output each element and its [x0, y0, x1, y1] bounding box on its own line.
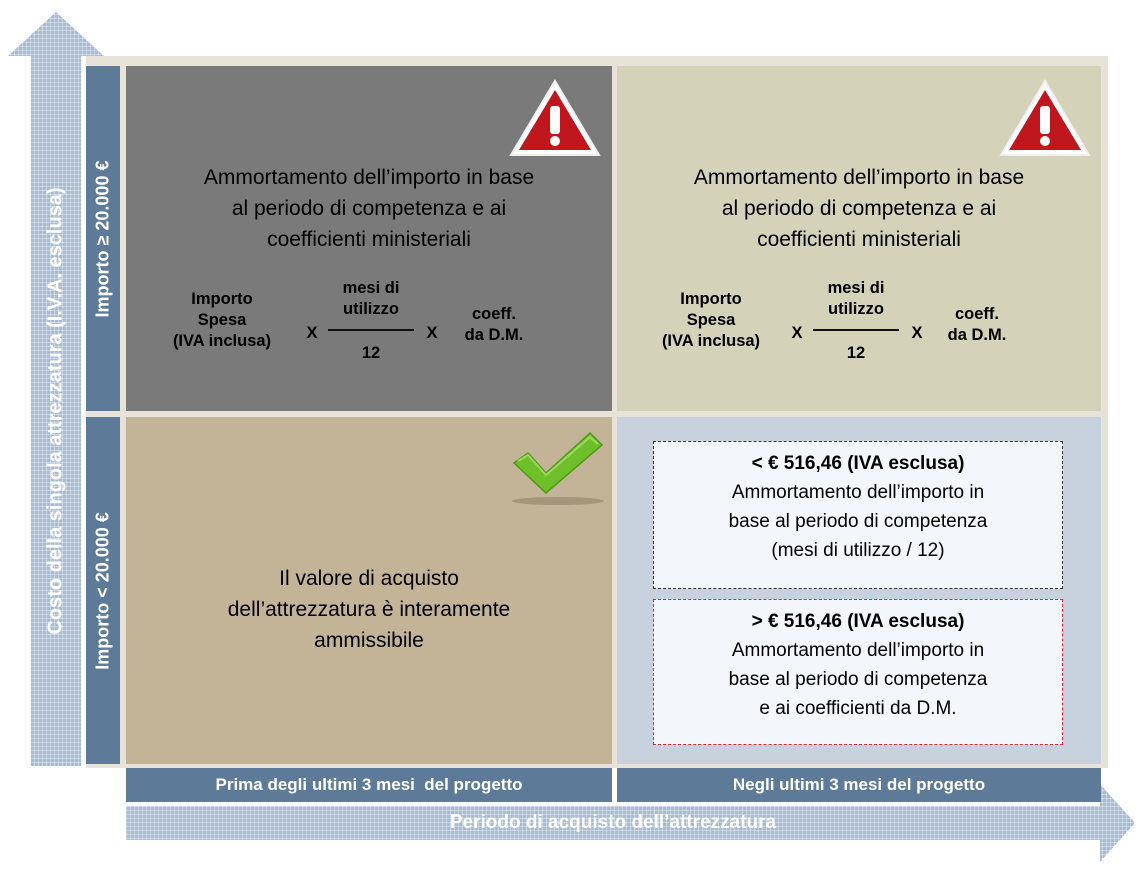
cell-top-left-line-3: coefficienti ministeriali	[267, 228, 471, 251]
formula-denominator: 12	[846, 344, 866, 362]
column-label-left: Prima degli ultimi 3 mesi del progetto	[126, 768, 612, 802]
cell-top-right-line-3: coefficienti ministeriali	[757, 228, 961, 251]
formula-numerator-line-2: utilizzo	[343, 300, 399, 318]
formula-amount-line-3: (IVA inclusa)	[661, 332, 761, 350]
formula-amount-line-1: Importo	[680, 290, 742, 308]
formula-coeff: coeff. da D.M.	[454, 304, 534, 346]
box-below-threshold-line-2: base al periodo di competenza	[728, 511, 988, 532]
box-above-threshold-title: > € 516,46 (IVA esclusa)	[751, 611, 965, 632]
formula-coeff-line-2: da D.M.	[947, 326, 1007, 344]
box-below-threshold-line-3: (mesi di utilizzo / 12)	[771, 540, 945, 561]
box-below-threshold-line-1: Ammortamento dell’importo in	[731, 482, 985, 503]
warning-triangle-icon	[509, 79, 601, 156]
formula-denominator: 12	[361, 344, 381, 362]
box-above-threshold-line-1: Ammortamento dell’importo in	[731, 640, 985, 661]
cell-top-right: Ammortamento dell’importo in base al per…	[617, 66, 1101, 411]
cell-top-left: Ammortamento dell’importo in base al per…	[126, 66, 612, 411]
formula-times-2: X	[426, 324, 438, 342]
formula-amount-line-3: (IVA inclusa)	[172, 332, 272, 350]
formula-numerator-line-1: mesi di	[342, 279, 400, 297]
y-axis-arrow: Costo della singola attrezzatura (I.V.A.…	[6, 10, 106, 766]
formula-times-2: X	[911, 324, 923, 342]
formula-amount-line-1: Importo	[191, 290, 253, 308]
box-below-threshold-title: < € 516,46 (IVA esclusa)	[751, 453, 965, 474]
box-above-threshold-line-2: base al periodo di competenza	[728, 669, 988, 690]
fraction-bar	[813, 329, 899, 331]
column-label-right: Negli ultimi 3 mesi del progetto	[617, 768, 1101, 802]
cell-bottom-left: Il valore di acquisto dell’attrezzatura …	[126, 417, 612, 764]
formula-times-1: X	[791, 324, 803, 342]
x-axis-label: Periodo di acquisto dell’attrezzatura	[449, 812, 777, 833]
formula-coeff-line-1: coeff.	[954, 305, 999, 323]
cell-top-left-line-1: Ammortamento dell’importo in base	[203, 166, 535, 189]
formula-times-1: X	[306, 324, 318, 342]
cell-bottom-left-line-1: Il valore di acquisto	[279, 567, 459, 590]
formula-coeff-line-1: coeff.	[471, 305, 516, 323]
row-label-bottom: Importo < 20.000 €	[86, 417, 120, 764]
cell-bottom-left-line-3: ammissibile	[314, 629, 424, 652]
cell-bottom-right: < € 516,46 (IVA esclusa) Ammortamento de…	[617, 417, 1101, 764]
formula-amount: Importo Spesa (IVA inclusa)	[162, 289, 282, 352]
box-below-threshold: < € 516,46 (IVA esclusa) Ammortamento de…	[653, 441, 1063, 589]
row-label-bottom-text: Importo < 20.000 €	[92, 511, 113, 670]
y-axis-label: Costo della singola attrezzatura (I.V.A.…	[44, 187, 67, 635]
row-label-top-text: Importo ≥ 20.000 €	[92, 160, 113, 317]
column-label-right-text: Negli ultimi 3 mesi del progetto	[732, 775, 986, 794]
column-label-left-text: Prima degli ultimi 3 mesi del progetto	[215, 775, 523, 794]
cell-bottom-left-line-2: dell’attrezzatura è interamente	[227, 598, 511, 621]
warning-triangle-icon	[999, 79, 1091, 156]
formula-coeff-line-2: da D.M.	[464, 326, 524, 344]
cell-top-right-line-2: al periodo di competenza e ai	[721, 197, 997, 220]
checkmark-icon	[512, 431, 604, 505]
formula-amount-line-2: Spesa	[197, 311, 247, 329]
formula-amount: Importo Spesa (IVA inclusa)	[651, 289, 771, 352]
box-above-threshold-line-3: e ai coefficienti da D.M.	[759, 698, 957, 719]
x-axis-arrow: Periodo di acquisto dell’attrezzatura	[126, 782, 1137, 864]
formula-numerator: mesi di utilizzo	[326, 278, 416, 320]
formula-numerator-line-2: utilizzo	[828, 300, 884, 318]
cell-top-right-line-1: Ammortamento dell’importo in base	[693, 166, 1025, 189]
formula-numerator: mesi di utilizzo	[811, 278, 901, 320]
row-label-top: Importo ≥ 20.000 €	[86, 66, 120, 411]
formula-numerator-line-1: mesi di	[827, 279, 885, 297]
formula-amount-line-2: Spesa	[686, 311, 736, 329]
fraction-bar	[328, 329, 414, 331]
box-above-threshold: > € 516,46 (IVA esclusa) Ammortamento de…	[653, 599, 1063, 745]
formula-coeff: coeff. da D.M.	[937, 304, 1017, 346]
cell-top-left-line-2: al periodo di competenza e ai	[231, 197, 507, 220]
